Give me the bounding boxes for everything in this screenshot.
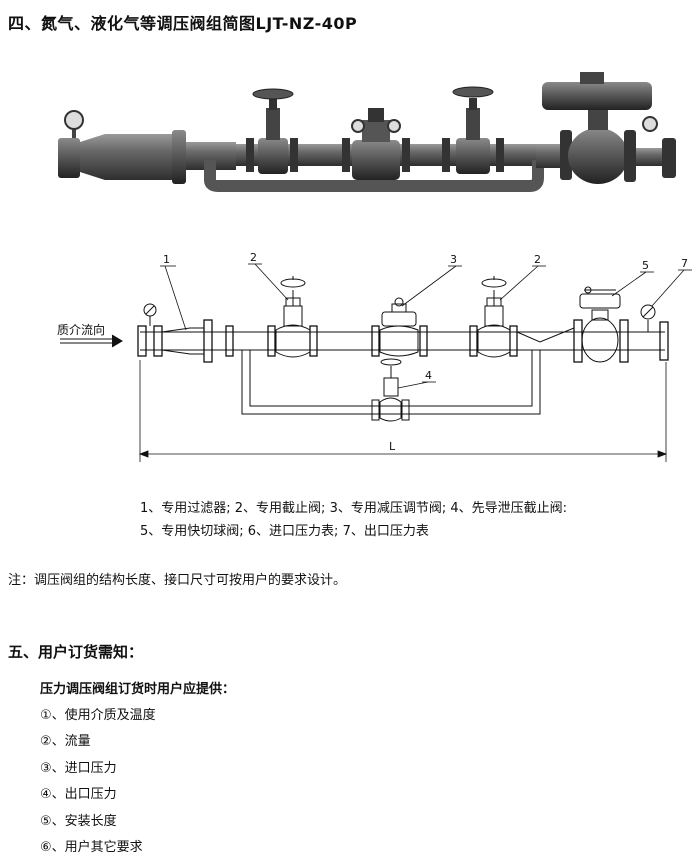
callout-7: 7	[681, 257, 688, 270]
callout-2b: 2	[534, 253, 541, 266]
order-item-5: ⑤、安装长度	[40, 814, 117, 829]
legend-line-1: 1、专用过滤器; 2、专用截止阀; 3、专用减压调节阀; 4、先导泄压截止阀:	[140, 501, 568, 516]
callout-4: 4	[425, 369, 432, 382]
inlet-gauge-symbol	[143, 303, 157, 326]
design-note: 注：调压阀组的结构长度、接口尺寸可按用户的要求设计。	[8, 573, 347, 588]
dimension-line-L	[138, 360, 668, 462]
globe-valve-photo-1	[252, 88, 294, 174]
order-item-2: ②、流量	[40, 734, 91, 749]
schematic-diagram: 质介流向	[57, 251, 692, 462]
outlet-gauge-symbol	[640, 304, 656, 332]
order-item-3: ③、进口压力	[40, 761, 117, 776]
bypass-line	[241, 350, 541, 415]
callout-1: 1	[163, 253, 170, 266]
globe-valve-symbol-2	[477, 276, 511, 358]
legend-line-2: 5、专用快切球阀; 6、进口压力表; 7、出口压力表	[140, 524, 429, 539]
globe-valve-symbol-1	[275, 276, 311, 358]
callout-5: 5	[642, 259, 649, 272]
ball-valve-photo	[536, 72, 676, 184]
order-item-1: ①、使用介质及温度	[40, 708, 156, 723]
order-item-6: ⑥、用户其它要求	[40, 840, 143, 855]
callout-3: 3	[450, 253, 457, 266]
section-title-ordering: 五、用户订货需知：	[8, 643, 144, 661]
pilot-relief-valve-symbol	[371, 358, 410, 422]
reducing-valve-symbol	[379, 297, 419, 357]
ordering-subtitle: 压力调压阀组订货时用户应提供：	[40, 682, 236, 697]
order-item-4: ④、出口压力	[40, 787, 117, 802]
globe-valve-photo-2	[452, 86, 494, 174]
inlet-gauge-photo	[64, 110, 84, 148]
dimension-label-L: L	[389, 440, 396, 453]
flow-direction-label: 质介流向	[57, 322, 105, 337]
ball-valve-symbol	[579, 286, 621, 363]
flow-arrow	[60, 334, 123, 348]
product-photo	[58, 72, 676, 192]
callout-2a: 2	[250, 251, 257, 264]
reducing-valve-photo	[351, 108, 401, 180]
section-title: 四、氮气、液化气等调压阀组简图LJT-NZ-40P	[8, 14, 358, 33]
